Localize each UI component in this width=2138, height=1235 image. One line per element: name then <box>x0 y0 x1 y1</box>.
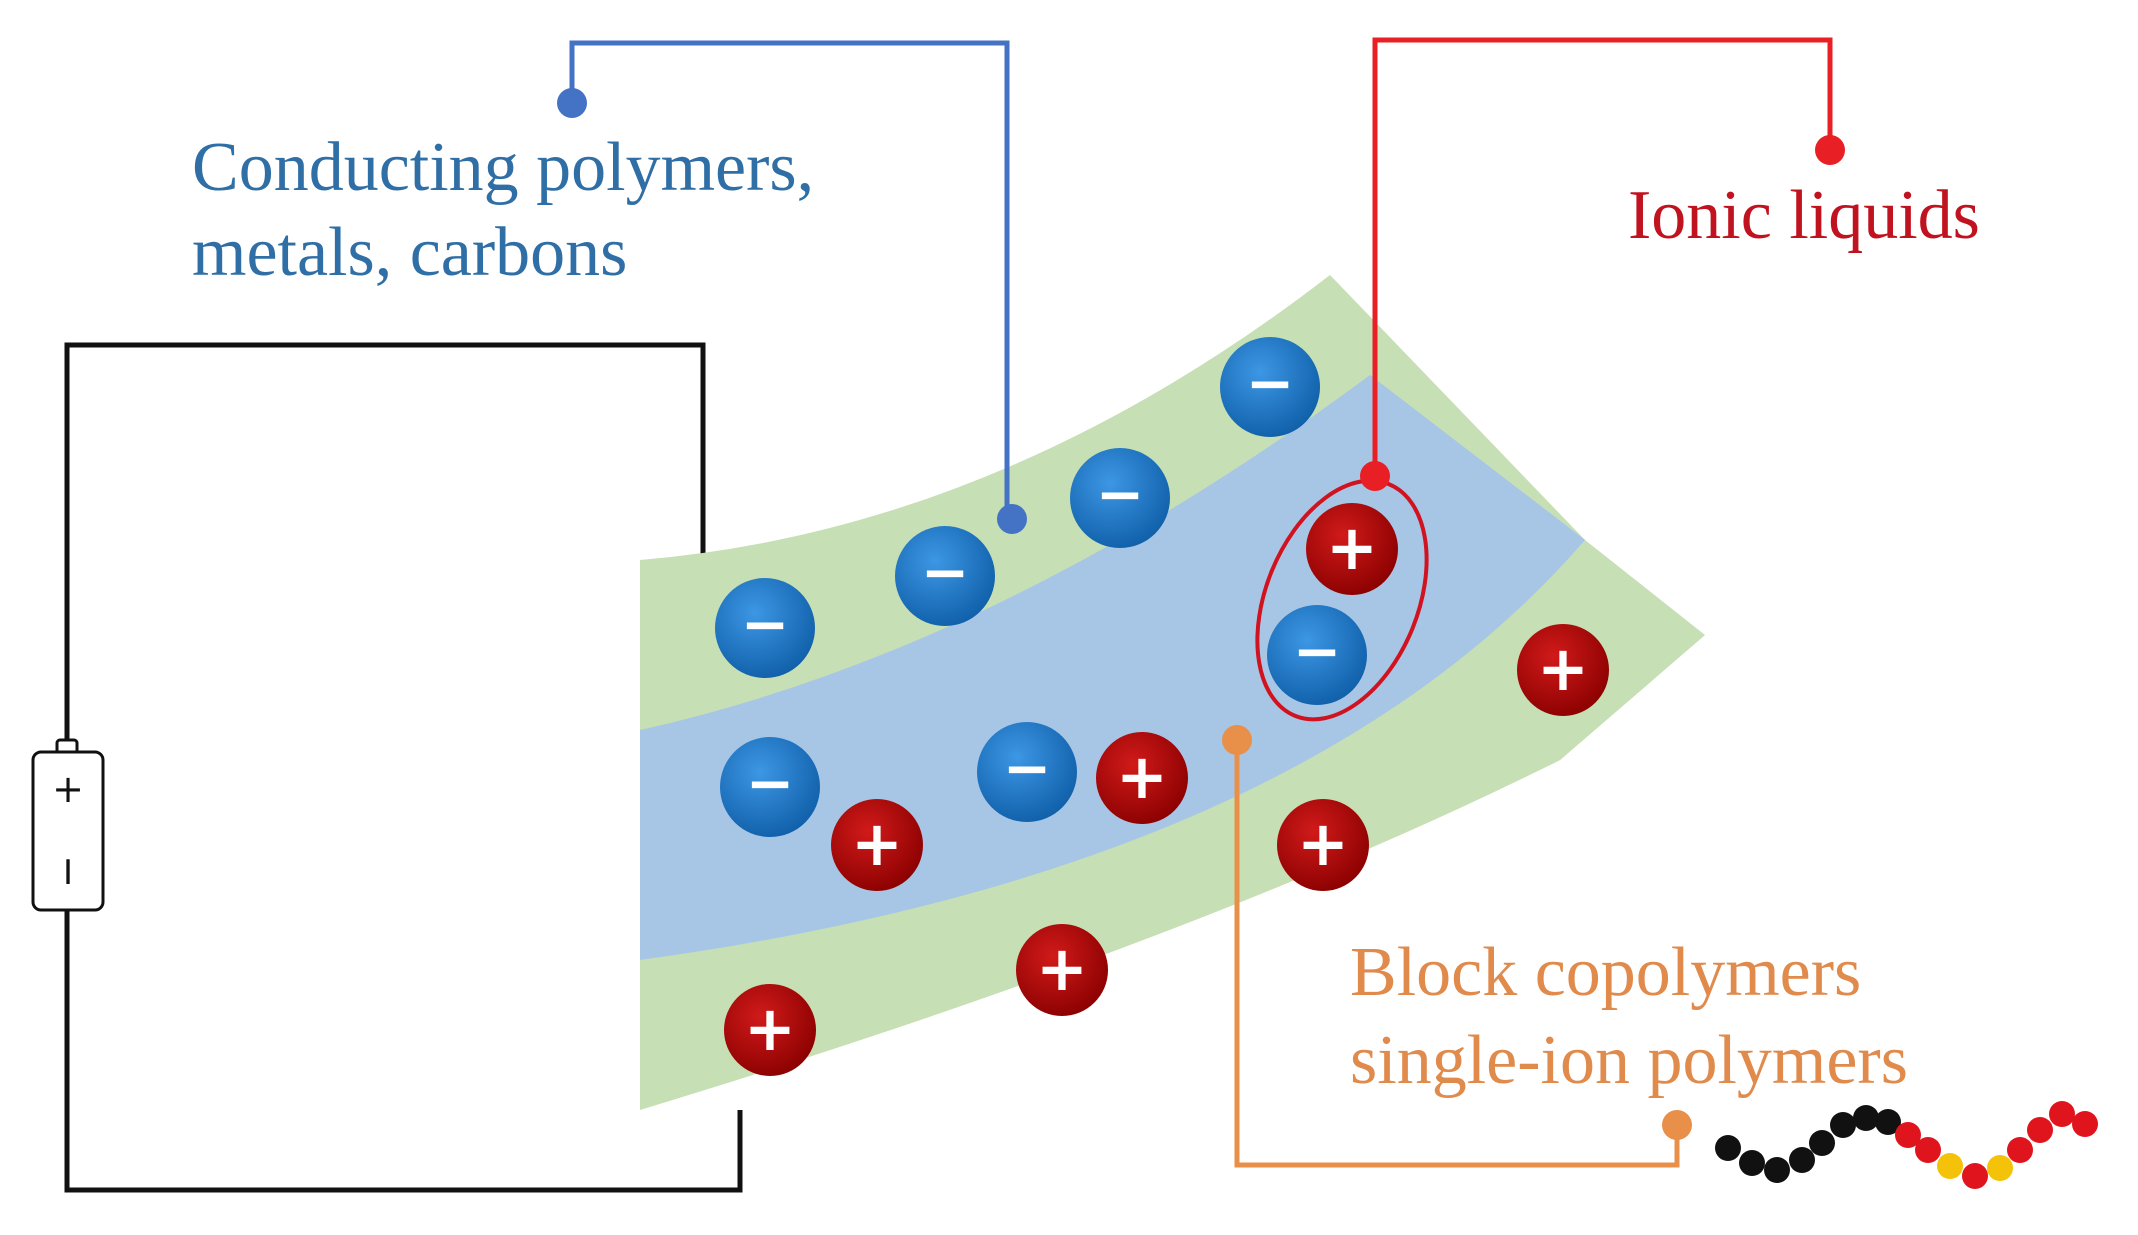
svg-text:+: + <box>1326 511 1378 584</box>
anion-6: − <box>977 722 1077 822</box>
anions: − − − − − − − <box>715 337 1367 837</box>
battery-plus-sign: + <box>52 767 84 811</box>
conducting-label-line2: metals, carbons <box>192 214 627 291</box>
ionic-label-text: Ionic liquids <box>1628 177 1980 254</box>
cation-3: + <box>1096 732 1188 824</box>
conducting-leader <box>557 40 1027 534</box>
cation-6: + <box>1016 924 1108 1016</box>
svg-text:−: − <box>1293 617 1342 685</box>
svg-text:−: − <box>746 749 795 817</box>
svg-text:+: + <box>1297 807 1349 880</box>
svg-text:+: + <box>1116 740 1168 813</box>
svg-text:−: − <box>741 590 790 658</box>
battery-icon: + I <box>31 738 105 912</box>
ionic-label: Ionic liquids <box>1628 177 1980 254</box>
svg-text:+: + <box>851 807 903 880</box>
cation-5: + <box>1277 799 1369 891</box>
battery-minus-sign: I <box>63 853 73 893</box>
cations: + + + + + + + <box>724 503 1609 1076</box>
polymer-chain-icon <box>1715 1101 2098 1189</box>
svg-text:+: + <box>1036 932 1088 1005</box>
svg-text:−: − <box>1096 460 1145 528</box>
svg-text:+: + <box>744 992 796 1065</box>
circuit-wire <box>64 342 743 1193</box>
block-label-line1: Block copolymers <box>1350 934 1861 1011</box>
block-leader <box>1222 725 1692 1168</box>
anion-5: − <box>720 737 820 837</box>
svg-text:+: + <box>1537 632 1589 705</box>
cation-4: + <box>831 799 923 891</box>
block-label: Block copolymers single-ion polymers <box>1350 934 1908 1099</box>
cation-1: + <box>1306 503 1398 595</box>
block-label-line2: single-ion polymers <box>1350 1022 1908 1099</box>
svg-text:−: − <box>921 538 970 606</box>
svg-text:−: − <box>1003 734 1052 802</box>
cation-2: + <box>1517 624 1609 716</box>
conducting-label: Conducting polymers, metals, carbons <box>192 129 814 291</box>
anion-2: − <box>895 526 995 626</box>
anion-7: − <box>1267 605 1367 705</box>
ionic-leader <box>1360 37 1845 491</box>
conducting-label-line1: Conducting polymers, <box>192 129 814 206</box>
cation-7: + <box>724 984 816 1076</box>
ion-pair-highlight <box>1255 478 1429 722</box>
anion-3: − <box>1070 448 1170 548</box>
anion-1: − <box>715 578 815 678</box>
svg-text:−: − <box>1246 349 1295 417</box>
anion-4: − <box>1220 337 1320 437</box>
